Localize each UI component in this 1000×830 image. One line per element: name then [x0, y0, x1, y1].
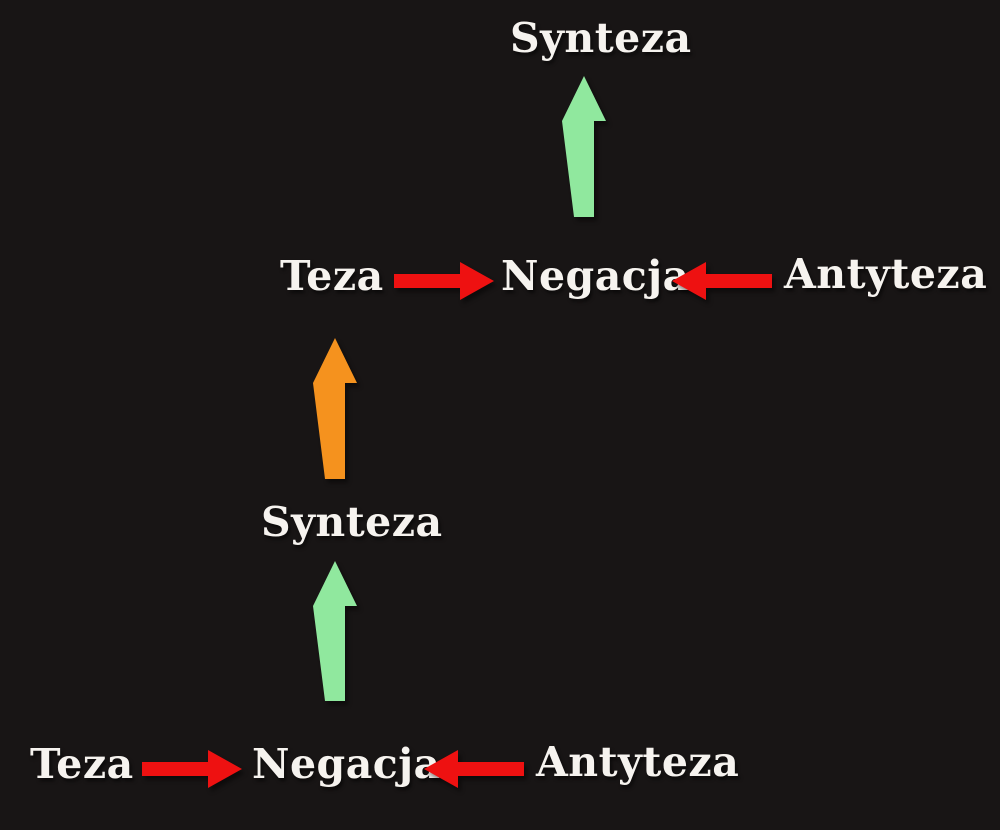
arrow-up-orange-shape: [313, 338, 357, 479]
arrow-right-red-bottom-shape: [142, 750, 242, 788]
arrow-up-green-lower: [313, 561, 357, 701]
arrow-up-green-top: [562, 76, 606, 217]
label-synteza-top: Synteza: [510, 14, 692, 62]
arrow-left-red-bottom: [424, 750, 524, 788]
label-antyteza-mid: Antyteza: [784, 250, 988, 298]
arrow-up-green-lower-shape: [313, 561, 357, 701]
arrow-left-red-mid-shape: [672, 262, 772, 300]
arrow-right-red-bottom: [142, 750, 242, 788]
label-negacja-bottom: Negacja: [252, 740, 441, 788]
arrow-left-red-bottom-shape: [424, 750, 524, 788]
label-antyteza-bottom: Antyteza: [536, 738, 740, 786]
arrow-up-orange: [313, 338, 357, 479]
arrow-up-green-top-shape: [562, 76, 606, 217]
label-teza-bottom: Teza: [30, 740, 134, 788]
label-synteza-lower: Synteza: [261, 498, 443, 546]
arrow-right-red-mid: [394, 262, 494, 300]
label-teza-mid: Teza: [280, 252, 384, 300]
label-negacja-mid: Negacja: [501, 252, 690, 300]
arrow-right-red-mid-shape: [394, 262, 494, 300]
arrow-left-red-mid: [672, 262, 772, 300]
